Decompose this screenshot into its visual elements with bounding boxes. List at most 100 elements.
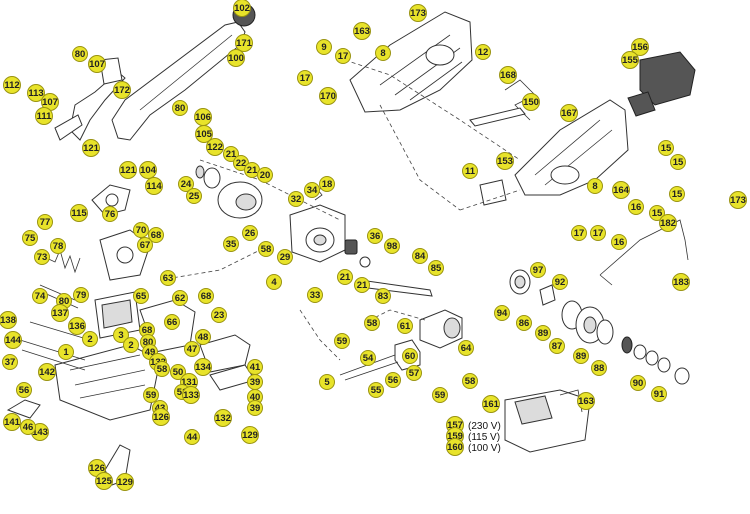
callout-105[interactable]: 105 [195, 125, 213, 143]
callout-5[interactable]: 5 [319, 374, 335, 390]
callout-62[interactable]: 62 [172, 290, 188, 306]
callout-58[interactable]: 58 [364, 315, 380, 331]
callout-68[interactable]: 68 [139, 322, 155, 338]
callout-33[interactable]: 33 [307, 287, 323, 303]
callout-15[interactable]: 15 [669, 186, 685, 202]
callout-23[interactable]: 23 [211, 307, 227, 323]
callout-20[interactable]: 20 [257, 167, 273, 183]
callout-97[interactable]: 97 [530, 262, 546, 278]
callout-56[interactable]: 56 [385, 372, 401, 388]
callout-167[interactable]: 167 [560, 104, 578, 122]
callout-59[interactable]: 59 [334, 333, 350, 349]
callout-153[interactable]: 153 [496, 152, 514, 170]
callout-1[interactable]: 1 [58, 344, 74, 360]
callout-34[interactable]: 34 [304, 182, 320, 198]
callout-170[interactable]: 170 [319, 87, 337, 105]
callout-46[interactable]: 46 [20, 419, 36, 435]
callout-137[interactable]: 137 [51, 304, 69, 322]
callout-78[interactable]: 78 [50, 238, 66, 254]
callout-126[interactable]: 126 [152, 408, 170, 426]
callout-21[interactable]: 21 [354, 277, 370, 293]
callout-111[interactable]: 111 [35, 107, 53, 125]
callout-182[interactable]: 182 [659, 214, 677, 232]
callout-75[interactable]: 75 [22, 230, 38, 246]
callout-173[interactable]: 173 [409, 4, 427, 22]
callout-168[interactable]: 168 [499, 66, 517, 84]
callout-173[interactable]: 173 [729, 191, 747, 209]
callout-94[interactable]: 94 [494, 305, 510, 321]
callout-133[interactable]: 133 [182, 386, 200, 404]
callout-16[interactable]: 16 [628, 199, 644, 215]
callout-8[interactable]: 8 [375, 45, 391, 61]
callout-160[interactable]: 160 [446, 438, 464, 456]
callout-129[interactable]: 129 [116, 473, 134, 491]
callout-48[interactable]: 48 [195, 329, 211, 345]
callout-59[interactable]: 59 [432, 387, 448, 403]
callout-32[interactable]: 32 [288, 191, 304, 207]
callout-113[interactable]: 113 [27, 84, 45, 102]
callout-61[interactable]: 61 [397, 318, 413, 334]
callout-163[interactable]: 163 [577, 392, 595, 410]
callout-11[interactable]: 11 [462, 163, 478, 179]
callout-77[interactable]: 77 [37, 214, 53, 230]
callout-138[interactable]: 138 [0, 311, 17, 329]
callout-121[interactable]: 121 [119, 161, 137, 179]
callout-15[interactable]: 15 [670, 154, 686, 170]
callout-88[interactable]: 88 [591, 360, 607, 376]
callout-74[interactable]: 74 [32, 288, 48, 304]
callout-91[interactable]: 91 [651, 386, 667, 402]
callout-144[interactable]: 144 [4, 331, 22, 349]
callout-89[interactable]: 89 [573, 348, 589, 364]
callout-98[interactable]: 98 [384, 238, 400, 254]
callout-142[interactable]: 142 [38, 363, 56, 381]
callout-29[interactable]: 29 [277, 249, 293, 265]
callout-86[interactable]: 86 [516, 315, 532, 331]
callout-56[interactable]: 56 [16, 382, 32, 398]
callout-26[interactable]: 26 [242, 225, 258, 241]
callout-125[interactable]: 125 [95, 472, 113, 490]
callout-114[interactable]: 114 [145, 177, 163, 195]
callout-80[interactable]: 80 [172, 100, 188, 116]
callout-21[interactable]: 21 [337, 269, 353, 285]
callout-41[interactable]: 41 [247, 359, 263, 375]
callout-141[interactable]: 141 [3, 413, 21, 431]
callout-64[interactable]: 64 [458, 340, 474, 356]
callout-2[interactable]: 2 [123, 337, 139, 353]
callout-60[interactable]: 60 [402, 348, 418, 364]
callout-58[interactable]: 58 [462, 373, 478, 389]
callout-106[interactable]: 106 [194, 108, 212, 126]
callout-17[interactable]: 17 [297, 70, 313, 86]
callout-55[interactable]: 55 [368, 382, 384, 398]
callout-39[interactable]: 39 [247, 374, 263, 390]
callout-122[interactable]: 122 [206, 138, 224, 156]
callout-183[interactable]: 183 [672, 273, 690, 291]
callout-84[interactable]: 84 [412, 248, 428, 264]
callout-87[interactable]: 87 [549, 338, 565, 354]
callout-15[interactable]: 15 [658, 140, 674, 156]
callout-85[interactable]: 85 [428, 260, 444, 276]
callout-163[interactable]: 163 [353, 22, 371, 40]
callout-161[interactable]: 161 [482, 395, 500, 413]
callout-12[interactable]: 12 [475, 44, 491, 60]
callout-115[interactable]: 115 [70, 204, 88, 222]
callout-164[interactable]: 164 [612, 181, 630, 199]
callout-89[interactable]: 89 [535, 325, 551, 341]
callout-102[interactable]: 102 [233, 0, 251, 17]
callout-16[interactable]: 16 [611, 234, 627, 250]
callout-76[interactable]: 76 [102, 206, 118, 222]
callout-134[interactable]: 134 [194, 358, 212, 376]
callout-50[interactable]: 50 [170, 364, 186, 380]
callout-68[interactable]: 68 [148, 227, 164, 243]
callout-112[interactable]: 112 [3, 76, 21, 94]
callout-66[interactable]: 66 [164, 314, 180, 330]
callout-58[interactable]: 58 [154, 361, 170, 377]
callout-92[interactable]: 92 [552, 274, 568, 290]
callout-57[interactable]: 57 [406, 365, 422, 381]
callout-4[interactable]: 4 [266, 274, 282, 290]
callout-59[interactable]: 59 [143, 387, 159, 403]
callout-67[interactable]: 67 [137, 237, 153, 253]
callout-73[interactable]: 73 [34, 249, 50, 265]
callout-24[interactable]: 24 [178, 176, 194, 192]
callout-126[interactable]: 126 [88, 459, 106, 477]
callout-90[interactable]: 90 [630, 375, 646, 391]
